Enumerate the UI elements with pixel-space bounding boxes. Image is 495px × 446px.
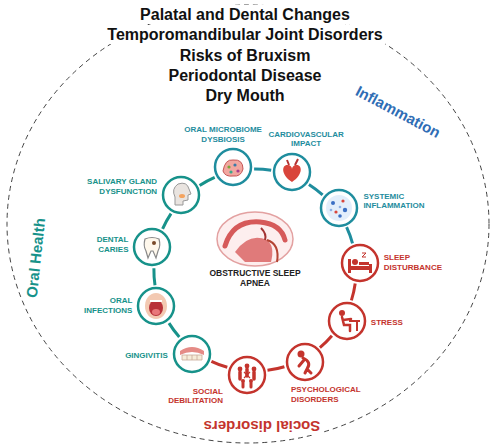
group-title: Inflammation (351, 81, 445, 143)
icon-node: SALIVARY GLAND DYSFUNCTION (161, 175, 201, 215)
issue-heading: Palatal and Dental Changes (137, 5, 353, 24)
issue-heading: Periodontal Disease (166, 66, 325, 85)
group-title: Oral Health (23, 215, 50, 300)
icon-circle (136, 286, 176, 326)
ring-connector (200, 177, 215, 185)
airway-illustration (205, 210, 305, 268)
icon-node: DENTAL CARIES (132, 227, 172, 267)
icon-circle (227, 355, 267, 395)
icon-circle (340, 243, 380, 283)
ring-connector (347, 227, 353, 243)
node-label: ORAL INFECTIONS (74, 297, 132, 316)
group-title: Social disorders (202, 417, 323, 435)
icon-circle (319, 188, 359, 228)
node-label: SOCIAL DEBILITATION (151, 387, 223, 406)
ring-connector (268, 367, 285, 371)
icon-circle (272, 152, 312, 192)
icon-node: PSYCHOLOGICAL DISORDERS (285, 342, 325, 382)
icon-node: ORAL INFECTIONS (136, 286, 176, 326)
icon-node: STRESS (327, 301, 367, 341)
icon-circle (327, 301, 367, 341)
node-label: DENTAL CARIES (78, 236, 128, 255)
node-label: PSYCHOLOGICAL DISORDERS (291, 385, 375, 404)
icon-node: ORAL MICROBIOME DYSBIOSIS (213, 147, 253, 187)
center-title: OBSTRUCTIVE SLEEP APNEA (205, 268, 305, 288)
ring-connector (254, 169, 271, 170)
icon-node: SOCIAL DEBILITATION (227, 355, 267, 395)
ring-connector (154, 268, 155, 285)
ring-connector (211, 361, 227, 367)
node-label: CARDIOVASCULAR IMPACT (264, 130, 348, 149)
dashed-outline (7, 5, 489, 443)
node-label: STRESS (371, 318, 421, 328)
issue-heading: Dry Mouth (202, 86, 287, 105)
issue-heading: Temporomandibular Joint Disorders (104, 25, 385, 44)
ring-connector (309, 184, 323, 195)
node-label: SALIVARY GLAND DYSFUNCTION (85, 178, 157, 197)
center-node: OBSTRUCTIVE SLEEP APNEA (205, 210, 305, 288)
icon-circle (285, 342, 325, 382)
icon-circle (132, 227, 172, 267)
ring-connector (351, 284, 355, 301)
icon-circle (213, 147, 253, 187)
icon-circle (161, 175, 201, 215)
node-label: SLEEP DISTURBANCE (384, 253, 448, 272)
icon-circle (172, 334, 212, 374)
icon-node: SLEEP DISTURBANCE (340, 243, 380, 283)
icon-node: SYSTEMIC INFLAMMATION (319, 188, 359, 228)
ring-connector (163, 214, 171, 229)
node-label: SYSTEMIC INFLAMMATION (363, 192, 443, 211)
icon-node: CARDIOVASCULAR IMPACT (272, 152, 312, 192)
node-label: ORAL MICROBIOME DYSBIOSIS (180, 125, 266, 144)
icon-node: GINGIVITIS (172, 334, 212, 374)
issue-heading: Risks of Bruxism (177, 46, 314, 65)
ring-connector (169, 323, 179, 337)
ring-connector (320, 336, 332, 348)
node-label: GINGIVITIS (108, 351, 168, 361)
